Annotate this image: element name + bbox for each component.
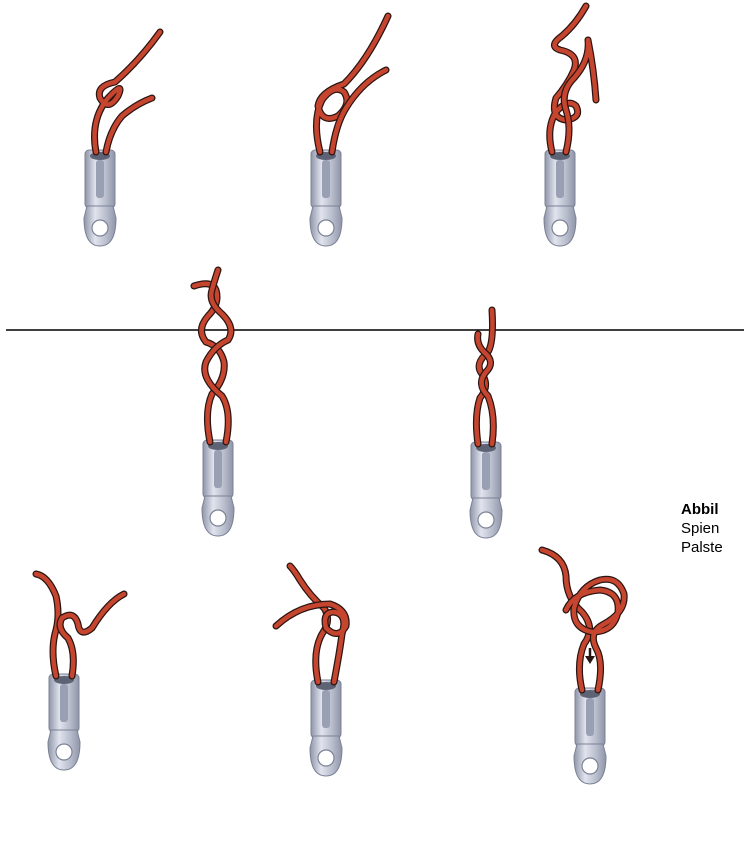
step-1-1 (84, 32, 160, 246)
rope (550, 6, 596, 152)
step-3-2 (276, 566, 346, 776)
snap-shackle (574, 688, 606, 784)
step-1-3 (544, 6, 596, 246)
snap-shackle (202, 440, 234, 536)
figure-caption: Abbil Spien Palste (681, 500, 723, 557)
snap-shackle (310, 680, 342, 776)
caption-line-2: Palste (681, 538, 723, 557)
caption-line-1: Spien (681, 519, 723, 538)
rope (316, 16, 388, 152)
snap-shackle (470, 442, 502, 538)
snap-shackle (84, 150, 116, 246)
rope (36, 574, 124, 676)
rope (194, 270, 231, 442)
step-3-1 (36, 574, 124, 770)
arrow-head-icon (585, 656, 595, 664)
rope (276, 566, 346, 682)
step-2-1 (194, 270, 234, 536)
caption-title: Abbil (681, 500, 723, 519)
rope (95, 32, 161, 152)
step-3-3 (542, 550, 624, 784)
snap-shackle (48, 674, 80, 770)
rope (542, 550, 624, 690)
snap-shackle (544, 150, 576, 246)
step-1-2 (310, 16, 388, 246)
step-2-2 (470, 310, 502, 538)
snap-shackle (310, 150, 342, 246)
